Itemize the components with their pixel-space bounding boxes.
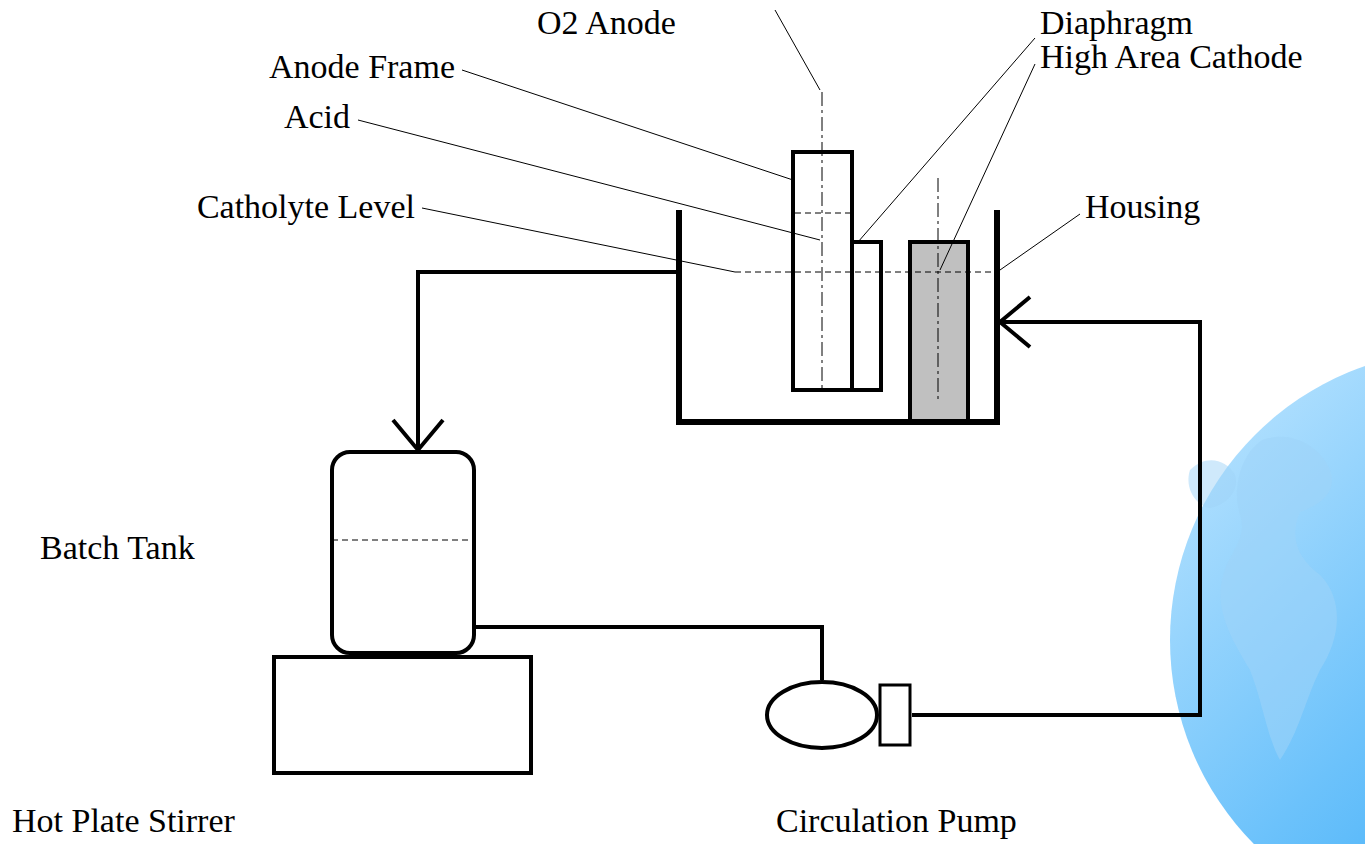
anode-frame <box>793 152 852 390</box>
node-label: Hot Plate Stirrer <box>12 804 235 838</box>
node-outline <box>765 680 912 750</box>
part-label: Diaphragm <box>1040 6 1193 40</box>
node-label: Circulation Pump <box>776 804 1017 838</box>
node-label: Housing <box>1085 190 1200 224</box>
part-label: Acid <box>284 100 350 134</box>
node-outline <box>676 210 1000 425</box>
leader-line <box>462 70 793 180</box>
hot-plate-stirrer: Hot Plate Stirrer <box>272 655 533 775</box>
leader-line <box>358 120 820 240</box>
part-label: Catholyte Level <box>197 190 415 224</box>
pump-outlet <box>880 685 910 745</box>
node-outline <box>272 655 533 775</box>
pipe-connector <box>912 322 1200 715</box>
leader-line <box>422 208 735 272</box>
leader-line <box>858 38 1035 242</box>
batch-tank: Batch Tank <box>330 450 476 655</box>
part-label: High Area Cathode <box>1040 40 1303 74</box>
node-outline <box>330 450 476 655</box>
acid-level <box>795 213 850 214</box>
leader-line <box>1000 214 1080 270</box>
diaphragm <box>852 242 881 390</box>
anode-centre-line <box>822 92 823 390</box>
cathode-centre-line <box>938 178 939 400</box>
leader-line <box>775 10 820 90</box>
housing-outline: Housing <box>676 210 1000 425</box>
catholyte-level <box>735 272 995 273</box>
housing-wall <box>679 210 997 422</box>
pump-body <box>767 682 877 748</box>
continent-shape <box>1188 460 1236 508</box>
tank-outline <box>332 452 474 653</box>
pipe-connector <box>476 627 822 680</box>
circulation-pump: Circulation Pump <box>765 680 912 750</box>
high-area-cathode <box>910 242 968 422</box>
continent-shape <box>1220 437 1337 760</box>
leader-lines <box>358 10 1080 272</box>
cell-parts <box>735 92 995 422</box>
part-label: Anode Frame <box>269 50 455 84</box>
leader-line <box>940 64 1035 270</box>
pipe-connector <box>418 272 676 450</box>
tank-liquid-level <box>332 540 474 541</box>
plate-outline <box>274 657 531 773</box>
part-label: O2 Anode <box>537 6 676 40</box>
node-label: Batch Tank <box>40 531 195 565</box>
